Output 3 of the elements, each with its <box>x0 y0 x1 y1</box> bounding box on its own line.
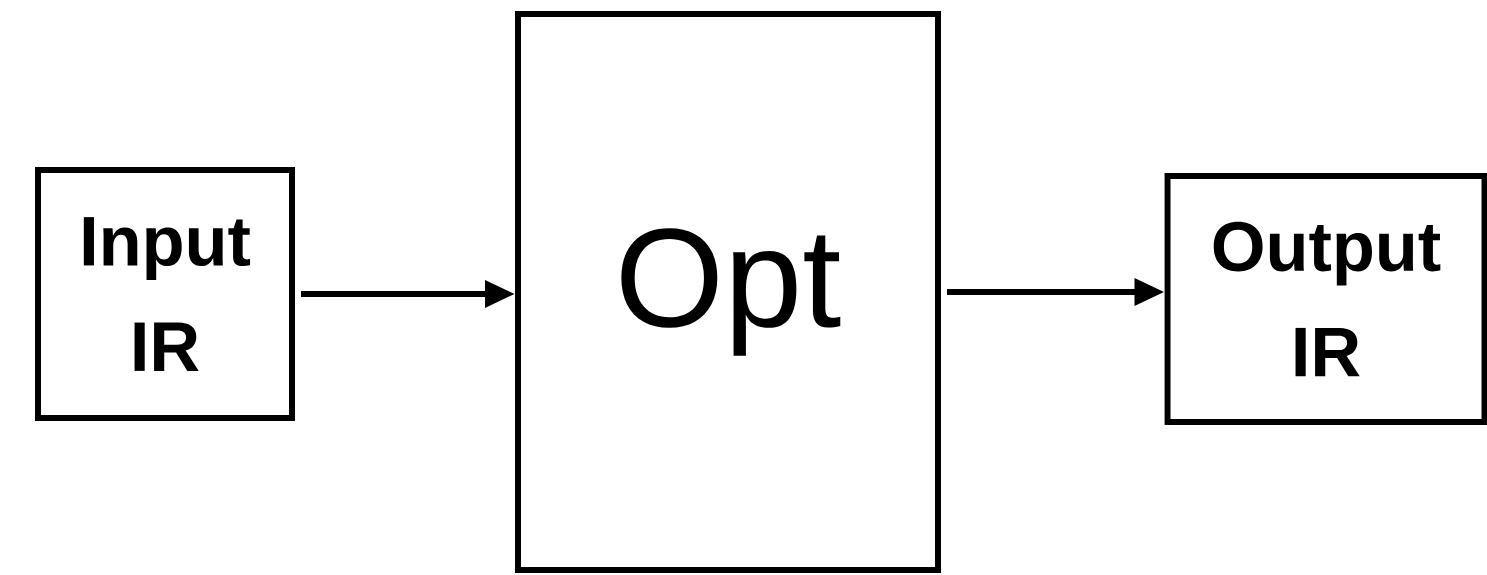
process-box: Opt <box>515 11 941 573</box>
process-box: Input IR <box>35 167 295 421</box>
process-box: Output IR <box>1164 173 1487 425</box>
